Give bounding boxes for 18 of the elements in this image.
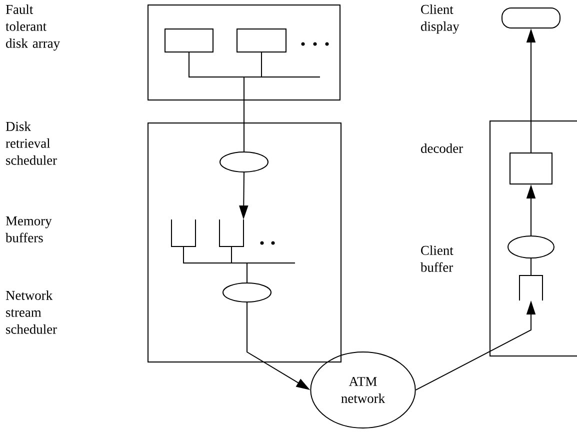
part-label: Disk retrieval scheduler	[6, 122, 57, 165]
part-label: decoder	[421, 144, 463, 153]
part-label: Memory buffers	[6, 216, 52, 242]
scheduler-ellipse	[222, 282, 272, 302]
decoder-box	[510, 152, 552, 184]
disk-array-box	[148, 4, 340, 100]
server-box	[148, 122, 342, 362]
scheduler-ellipse	[220, 152, 268, 172]
buffer-ellipse	[508, 236, 554, 258]
buffer-symbol	[171, 219, 196, 247]
part-label: Network stream scheduler	[6, 290, 57, 334]
buffer-symbol	[519, 275, 543, 301]
display-symbol	[502, 8, 560, 28]
buffer-symbol	[219, 219, 244, 247]
part-label: Client buffer	[420, 246, 454, 272]
part-label: Client display	[421, 4, 460, 34]
client-box	[490, 120, 577, 356]
part-label: Fault tolerant disk array	[6, 4, 60, 51]
